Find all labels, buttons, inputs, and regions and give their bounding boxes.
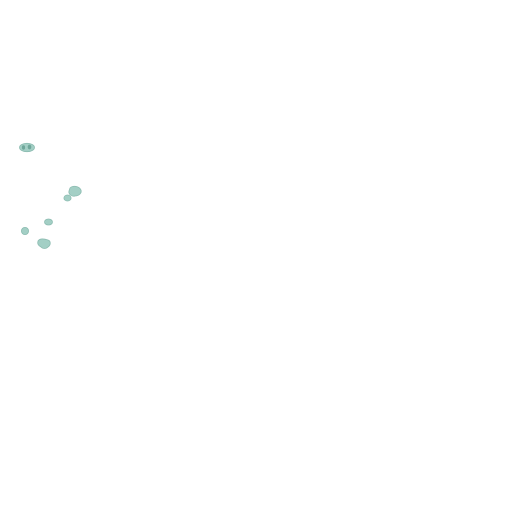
island-1b-detail bbox=[21, 145, 26, 150]
island-5a bbox=[37, 238, 51, 249]
island-1c-detail bbox=[27, 144, 32, 150]
island-5 bbox=[37, 238, 51, 249]
island-2b bbox=[63, 194, 72, 202]
island-1a bbox=[19, 142, 35, 153]
island-4 bbox=[20, 226, 29, 235]
island-3a bbox=[44, 218, 53, 226]
island-group-1 bbox=[19, 142, 35, 153]
island-2a bbox=[68, 185, 82, 197]
island-group-2 bbox=[63, 185, 82, 202]
island-4a bbox=[20, 226, 29, 235]
island-3 bbox=[44, 218, 53, 226]
